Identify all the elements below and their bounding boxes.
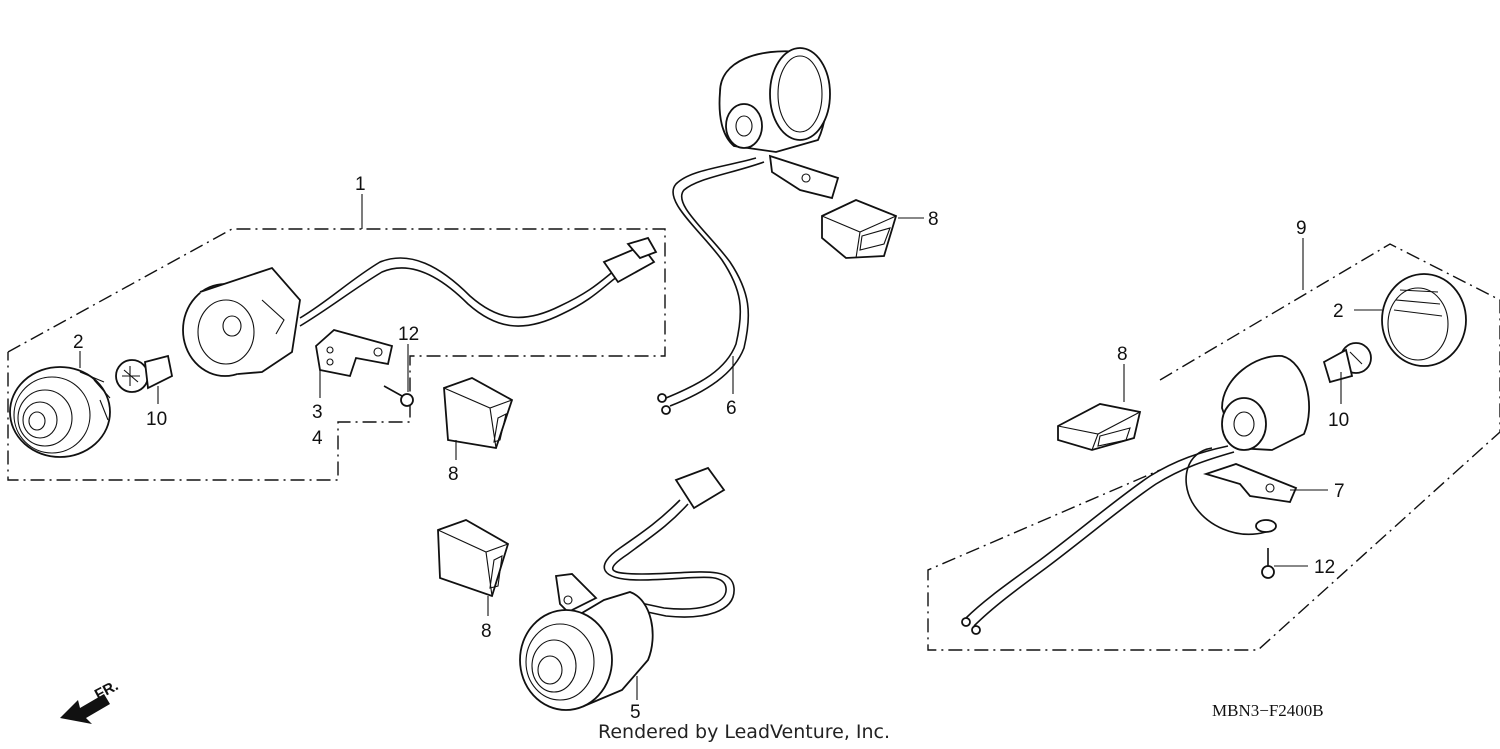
callout-8[interactable]: 8 (481, 621, 492, 642)
callout-5[interactable]: 5 (630, 702, 641, 723)
leader-lines (79, 194, 1382, 700)
wire-harness-left (299, 236, 658, 327)
rubber-block-part[interactable] (1057, 403, 1142, 451)
turn-signal-housing-right[interactable] (1221, 355, 1310, 451)
bolt-part[interactable] (1261, 548, 1275, 579)
bolt-part[interactable] (383, 385, 414, 407)
mounting-bracket-left[interactable] (315, 329, 394, 378)
lens-part[interactable] (1381, 273, 1467, 367)
callout-7[interactable]: 7 (1334, 481, 1345, 502)
diagram-code: MBN3−F2400B (1212, 701, 1324, 720)
callout-12[interactable]: 12 (1314, 557, 1335, 578)
callout-8[interactable]: 8 (448, 464, 459, 485)
callout-8[interactable]: 8 (1117, 344, 1128, 365)
callout-12[interactable]: 12 (398, 324, 419, 345)
bulb-part[interactable] (115, 354, 174, 393)
wire-harness-right (961, 445, 1267, 635)
turn-signal-housing-top[interactable] (718, 47, 840, 200)
rubber-block-part[interactable] (437, 519, 510, 598)
left-assembly-boundary (7, 228, 666, 481)
rubber-block-part[interactable] (443, 377, 514, 450)
callout-10[interactable]: 10 (146, 409, 167, 430)
callout-6[interactable]: 6 (726, 398, 737, 419)
right-assembly-boundary (927, 243, 1500, 651)
callout-2[interactable]: 2 (1333, 301, 1344, 322)
mounting-bracket-right[interactable] (1202, 463, 1298, 533)
callout-10[interactable]: 10 (1328, 410, 1349, 431)
turn-signal-housing-left[interactable] (182, 266, 301, 377)
callout-3[interactable]: 3 (312, 402, 323, 423)
turn-signal-housing-bottom[interactable] (519, 573, 654, 711)
rubber-block-part[interactable] (821, 199, 898, 259)
callout-2[interactable]: 2 (73, 332, 84, 353)
wire-harness-bottom (603, 466, 735, 618)
callout-8[interactable]: 8 (928, 209, 939, 230)
callout-4[interactable]: 4 (312, 428, 323, 449)
callout-1[interactable]: 1 (355, 174, 366, 195)
lens-part[interactable] (9, 366, 111, 458)
bulb-part[interactable] (1322, 342, 1372, 384)
callout-9[interactable]: 9 (1296, 218, 1307, 239)
front-direction-arrow: FR. (60, 677, 121, 724)
wire-harness-top (657, 157, 765, 415)
credit-text: Rendered by LeadVenture, Inc. (598, 721, 890, 743)
